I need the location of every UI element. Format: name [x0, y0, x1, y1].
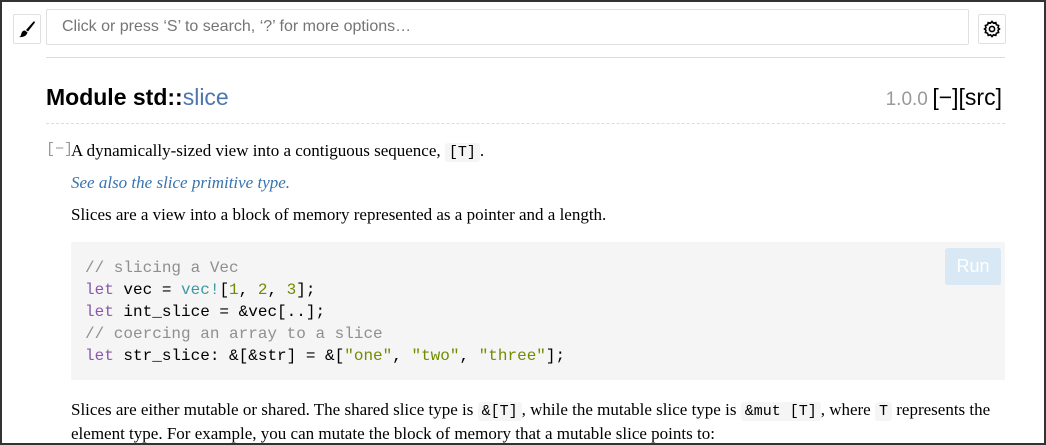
collapse-all-link[interactable]: [−]	[932, 84, 959, 110]
see-also-end: .	[285, 173, 291, 192]
code-line: let int_slice = &vec[..];	[85, 301, 991, 323]
code-line: // coercing an array to a slice	[85, 323, 991, 345]
src-link[interactable]: [src]	[958, 84, 1002, 110]
code-keyword: let	[85, 347, 114, 365]
title-divider	[46, 123, 1005, 124]
inline-code-T: [T]	[444, 143, 480, 162]
summary-end: .	[479, 141, 485, 160]
code-keyword: let	[85, 281, 114, 299]
code-comment: // coercing an array to a slice	[85, 325, 383, 343]
code-text: ];	[545, 347, 566, 365]
code-number: 2	[257, 281, 268, 299]
search-placeholder: Click or press ‘S’ to search, ‘?’ for mo…	[62, 18, 412, 35]
run-button[interactable]: Run	[945, 248, 1001, 285]
code-macro: vec!	[181, 281, 220, 299]
inline-code-mut-slice: &mut [T]	[740, 402, 821, 421]
paragraph-text: , while the mutable slice type is	[521, 400, 741, 419]
code-text: [	[219, 281, 230, 299]
see-also-line: See also the slice primitive type.	[71, 173, 290, 193]
code-text: ];	[296, 281, 316, 299]
docblock-toggle[interactable]: [−]	[46, 141, 74, 158]
code-text: ,	[267, 281, 287, 299]
paintbrush-icon	[19, 21, 35, 38]
code-text: ,	[238, 281, 258, 299]
theme-picker-button[interactable]	[13, 14, 41, 44]
module-summary: A dynamically-sized view into a contiguo…	[71, 141, 485, 162]
version-and-links: 1.0.0 [−][src]	[886, 84, 1002, 111]
code-text: ,	[392, 347, 412, 365]
paragraph-text: Slices are either mutable or shared. The…	[71, 400, 478, 419]
code-number: 3	[286, 281, 297, 299]
code-number: 1	[229, 281, 239, 299]
module-prefix: Module std::	[46, 84, 183, 110]
paragraph-text: , where	[820, 400, 875, 419]
settings-button[interactable]	[978, 14, 1006, 44]
inline-code-T-param: T	[874, 402, 892, 421]
paragraph-text: represents the element type. For example…	[71, 400, 991, 443]
summary-text: A dynamically-sized view into a contiguo…	[71, 141, 445, 160]
search-input[interactable]: Click or press ‘S’ to search, ‘?’ for mo…	[46, 9, 969, 45]
code-keyword: let	[85, 303, 114, 321]
gear-icon	[983, 20, 1001, 38]
code-text: ,	[459, 347, 479, 365]
code-text: str_slice: &[&str] = &[	[113, 347, 345, 365]
code-text: int_slice = &vec[..];	[113, 303, 326, 321]
code-line: let vec = vec![1, 2, 3];	[85, 279, 991, 301]
code-comment: // slicing a Vec	[85, 259, 239, 277]
see-also-link[interactable]: See also the slice primitive type	[71, 173, 286, 192]
slices-mutability-paragraph: Slices are either mutable or shared. The…	[71, 399, 1011, 445]
code-text: vec =	[113, 281, 182, 299]
code-line: let str_slice: &[&str] = &["one", "two",…	[85, 345, 991, 367]
module-name-link[interactable]: slice	[182, 84, 229, 110]
code-example: // slicing a Vec let vec = vec![1, 2, 3]…	[71, 242, 1005, 380]
code-string: "one"	[344, 347, 393, 365]
page-title: Module std::slice	[46, 84, 229, 111]
header-divider	[46, 57, 1005, 58]
slices-description: Slices are a view into a block of memory…	[71, 205, 607, 224]
code-line: // slicing a Vec	[85, 257, 991, 279]
code-string: "three"	[478, 347, 546, 365]
since-version: 1.0.0	[885, 89, 928, 110]
inline-code-shared-slice: &[T]	[477, 402, 522, 421]
code-string: "two"	[411, 347, 460, 365]
